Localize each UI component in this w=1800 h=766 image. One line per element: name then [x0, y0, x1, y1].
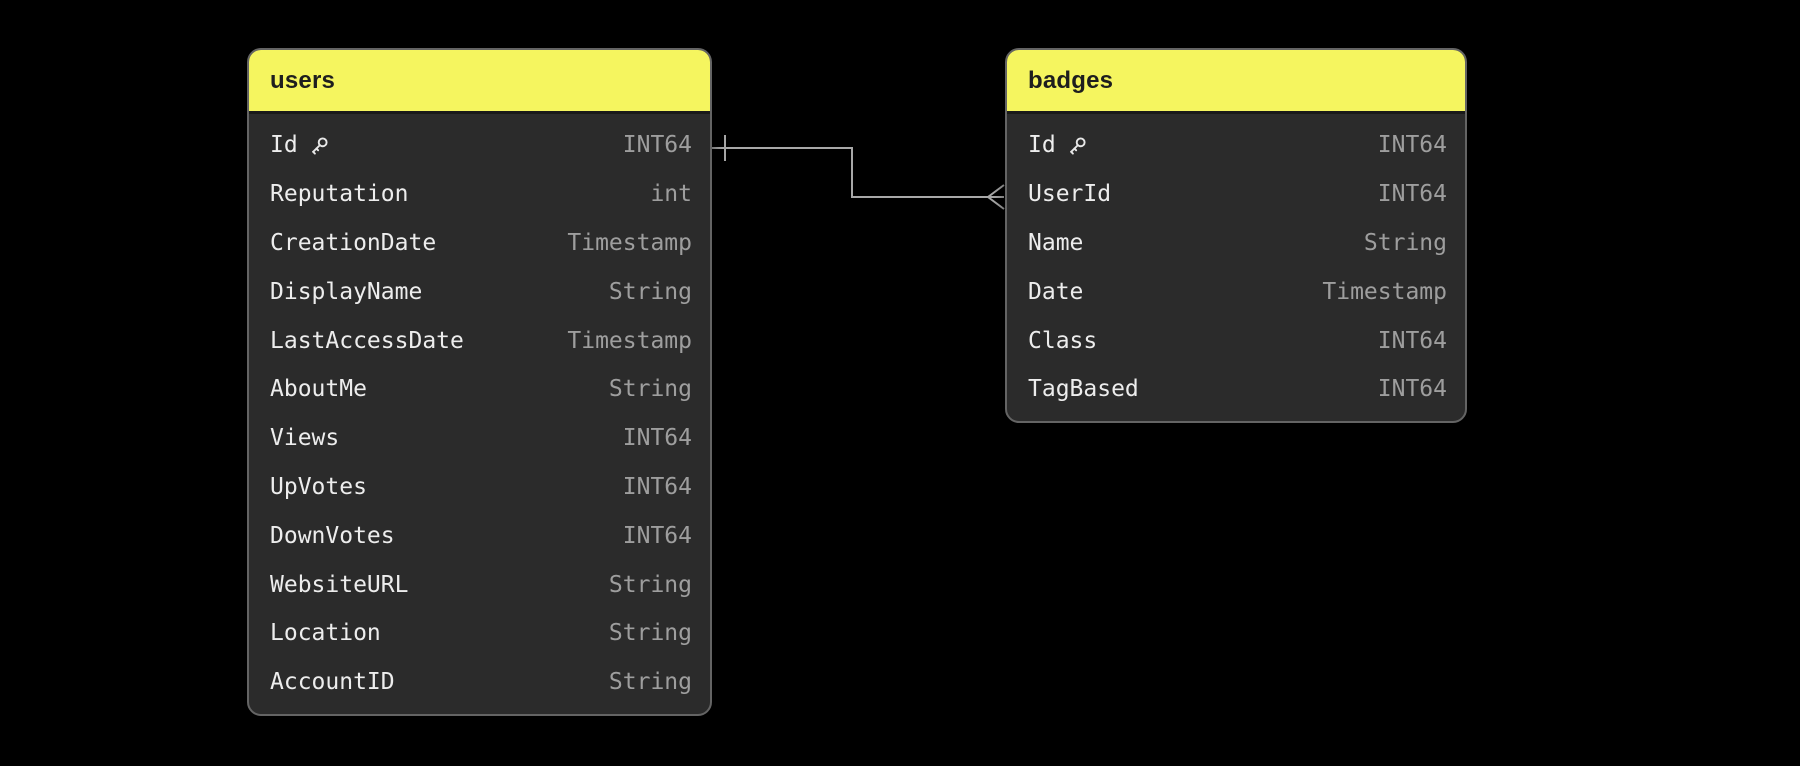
field-type: int — [650, 181, 692, 208]
table-row[interactable]: Location String — [249, 609, 710, 658]
table-row[interactable]: Date Timestamp — [1007, 267, 1465, 316]
field-type: INT64 — [622, 473, 692, 500]
field-name: LastAccessDate — [270, 327, 464, 354]
table-badges-header[interactable]: badges — [1007, 50, 1465, 114]
primary-key-icon — [308, 134, 331, 157]
field-name: Reputation — [270, 181, 409, 208]
primary-key-icon — [1066, 134, 1089, 157]
table-row[interactable]: AboutMe String — [249, 365, 710, 414]
field-name: Class — [1028, 327, 1098, 354]
field-name: Name — [1028, 229, 1084, 256]
field-type: INT64 — [1377, 181, 1447, 208]
field-name: Views — [270, 425, 340, 452]
table-row[interactable]: CreationDate Timestamp — [249, 219, 710, 268]
table-title: badges — [1028, 66, 1114, 94]
field-type: INT64 — [622, 132, 692, 159]
table-row[interactable]: Reputation int — [249, 170, 710, 219]
field-name: AboutMe — [270, 376, 367, 403]
field-type: Timestamp — [1322, 278, 1447, 305]
field-name: UpVotes — [270, 473, 367, 500]
field-name: UserId — [1028, 181, 1112, 208]
field-type: INT64 — [622, 522, 692, 549]
field-name: TagBased — [1028, 376, 1139, 403]
field-type: INT64 — [1377, 376, 1447, 403]
relationship-line[interactable] — [710, 147, 1004, 198]
table-row[interactable]: Id INT64 — [249, 121, 710, 170]
field-name: AccountID — [270, 669, 395, 696]
table-row[interactable]: Name String — [1007, 219, 1465, 268]
field-type: INT64 — [622, 425, 692, 452]
table-row[interactable]: WebsiteURL String — [249, 560, 710, 609]
table-row[interactable]: Id INT64 — [1007, 121, 1465, 170]
field-name: DownVotes — [270, 522, 395, 549]
table-row[interactable]: DownVotes INT64 — [249, 511, 710, 560]
field-type: Timestamp — [567, 229, 692, 256]
field-type: INT64 — [1377, 327, 1447, 354]
table-row[interactable]: UpVotes INT64 — [249, 463, 710, 512]
field-name: Location — [270, 620, 381, 647]
cardinality-many-marker — [986, 184, 1005, 210]
table-row[interactable]: DisplayName String — [249, 267, 710, 316]
field-type: String — [608, 376, 692, 403]
field-name: WebsiteURL — [270, 571, 409, 598]
table-users-header[interactable]: users — [249, 50, 710, 114]
field-name: Id — [1028, 132, 1089, 158]
table-row[interactable]: UserId INT64 — [1007, 170, 1465, 219]
field-name: CreationDate — [270, 229, 437, 256]
table-row[interactable]: Views INT64 — [249, 414, 710, 463]
table-row[interactable]: AccountID String — [249, 658, 710, 707]
table-row[interactable]: TagBased INT64 — [1007, 365, 1465, 414]
field-name: Date — [1028, 278, 1084, 305]
field-type: String — [608, 669, 692, 696]
field-type: String — [608, 571, 692, 598]
field-type: INT64 — [1377, 132, 1447, 159]
field-type: String — [608, 620, 692, 647]
table-row[interactable]: LastAccessDate Timestamp — [249, 316, 710, 365]
table-row[interactable]: Class INT64 — [1007, 316, 1465, 365]
field-name: DisplayName — [270, 278, 423, 305]
field-name: Id — [270, 132, 331, 158]
field-type: String — [1363, 229, 1447, 256]
field-type: Timestamp — [567, 327, 692, 354]
table-title: users — [270, 66, 336, 94]
field-type: String — [608, 278, 692, 305]
